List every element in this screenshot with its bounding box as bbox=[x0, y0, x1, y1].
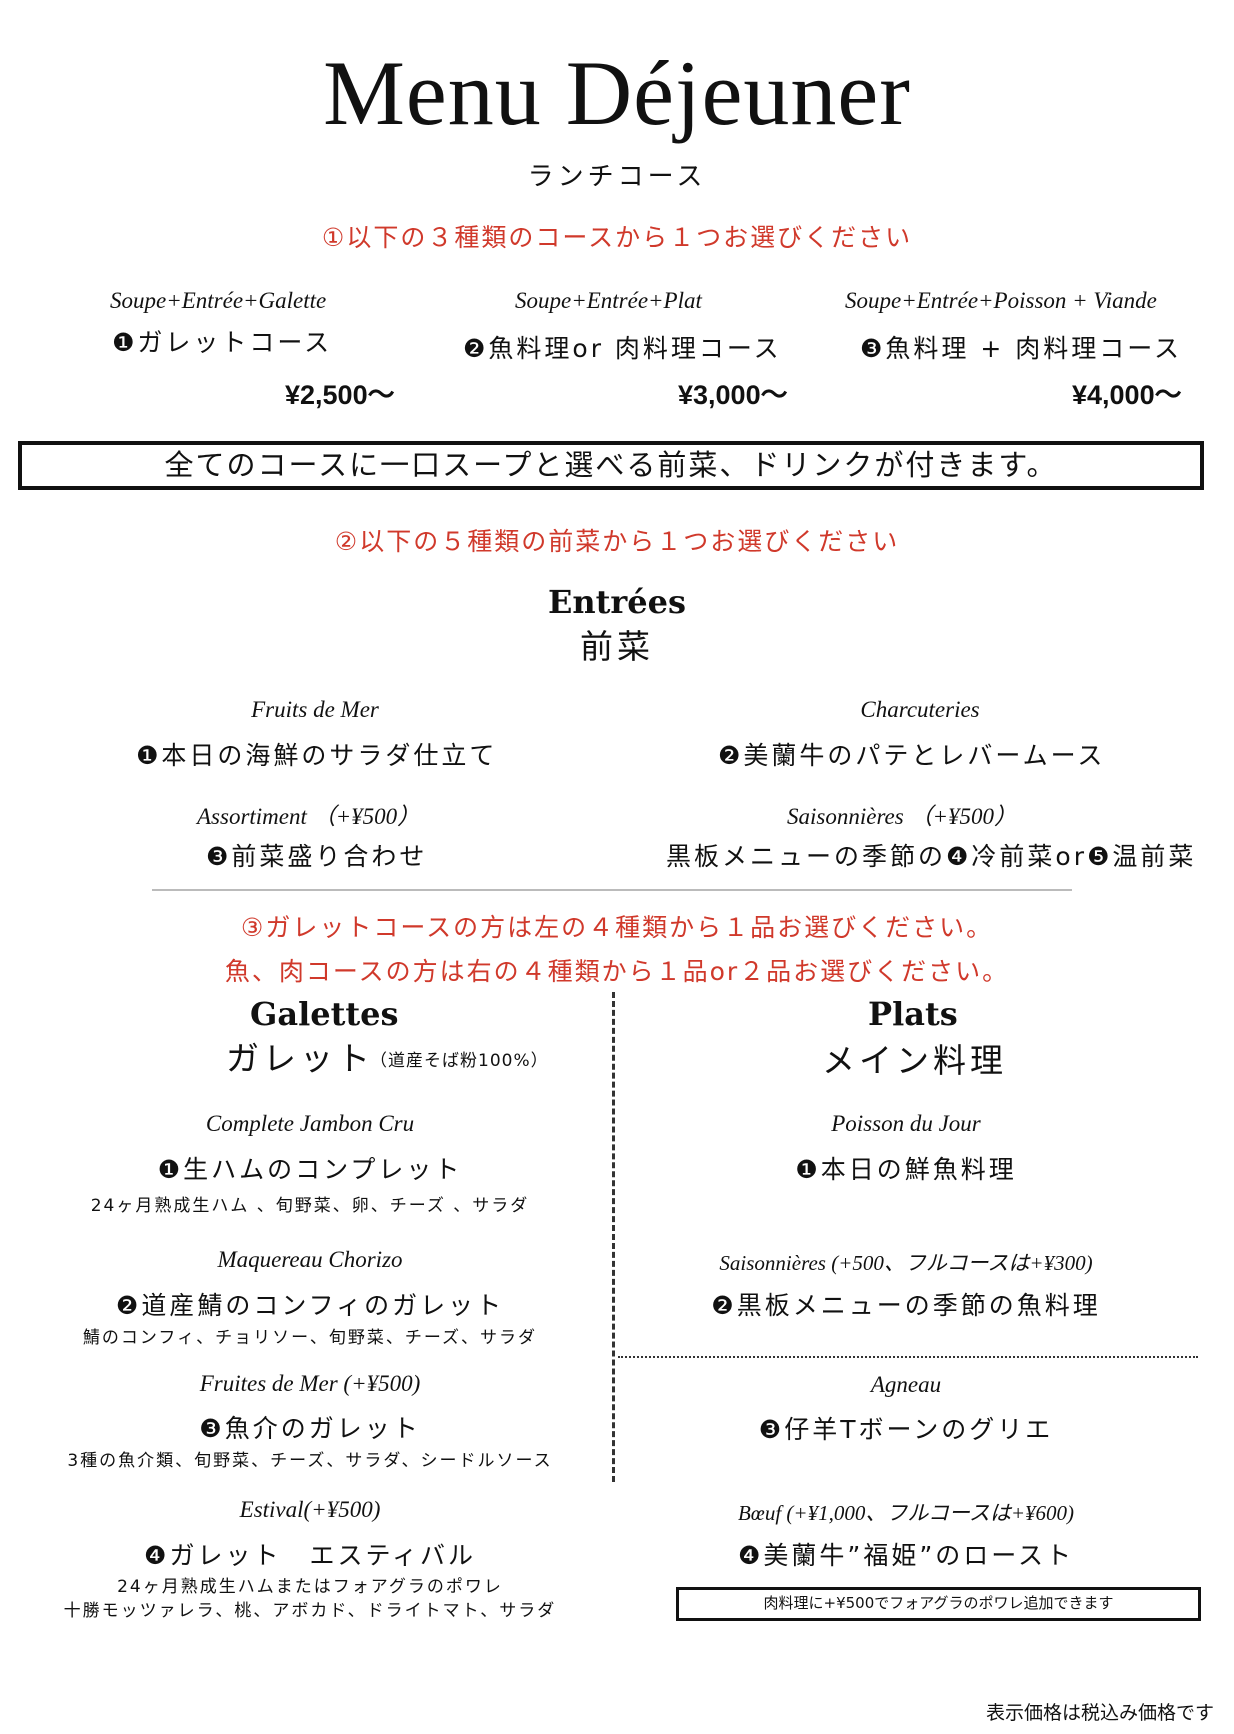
galettes-flour-note: （道産そば粉100%） bbox=[370, 1051, 549, 1071]
galette-2-name: ❷道産鯖のコンフィのガレット bbox=[115, 1291, 505, 1320]
entree-instruction: ②以下の５種類の前菜から１つお選びください bbox=[334, 527, 900, 556]
plat-1-name: ❶本日の鮮魚料理 bbox=[795, 1155, 1017, 1184]
plat-3-name: ❸仔羊Tボーンのグリエ bbox=[758, 1415, 1054, 1444]
course-3-name: ❸魚料理 + 肉料理コース bbox=[860, 334, 1183, 363]
course-2-name: ❷魚料理or 肉料理コース bbox=[463, 334, 782, 363]
entree-3-name: ❸前菜盛り合わせ bbox=[206, 842, 428, 871]
entree-1-latin: Fruits de Mer bbox=[251, 697, 379, 722]
foie-gras-note: 肉料理に+¥500でフォアグラのポワレ追加できます bbox=[763, 1594, 1114, 1612]
entree-3-latin: Assortiment （+¥500） bbox=[197, 804, 421, 829]
course-1-name: ❶ガレットコース bbox=[112, 328, 333, 357]
plat-1-latin: Poisson du Jour bbox=[831, 1111, 981, 1136]
entree-1-name: ❶本日の海鮮のサラダ仕立て bbox=[136, 741, 498, 770]
foie-gras-note-box: 肉料理に+¥500でフォアグラのポワレ追加できます bbox=[676, 1587, 1201, 1621]
galette-3-name: ❸魚介のガレット bbox=[199, 1414, 421, 1443]
galette-2-latin: Maquereau Chorizo bbox=[217, 1247, 403, 1272]
plat-4-latin: Bœuf (+¥1,000、フルコースは+¥600) bbox=[737, 1501, 1075, 1525]
plats-heading-jp: メイン料理 bbox=[822, 1041, 1007, 1080]
included-notice-box: 全てのコースに一口スープと選べる前菜、ドリンクが付きます。 bbox=[18, 441, 1204, 490]
galette-4-latin: Estival(+¥500) bbox=[239, 1497, 381, 1522]
page-subtitle: ランチコース bbox=[527, 162, 707, 192]
course-2-latin: Soupe+Entrée+Plat bbox=[515, 288, 702, 313]
galette-1-latin: Complete Jambon Cru bbox=[205, 1111, 415, 1136]
galette-1-desc: 24ヶ月熟成生ハム 、旬野菜、卵、チーズ 、サラダ bbox=[90, 1196, 530, 1216]
galette-4-name: ❹ガレット エスティバル bbox=[144, 1541, 476, 1570]
page-title: Menu Déjeuner bbox=[323, 42, 911, 144]
section-divider bbox=[152, 889, 1072, 891]
galettes-heading-jp: ガレット bbox=[226, 1039, 374, 1078]
included-notice-text: 全てのコースに一口スープと選べる前菜、ドリンクが付きます。 bbox=[164, 448, 1058, 482]
plat-4-name: ❹美蘭牛”福姫”のロースト bbox=[737, 1541, 1075, 1570]
galette-2-desc: 鯖のコンフィ、チョリソー、旬野菜、チーズ、サラダ bbox=[82, 1328, 538, 1348]
plats-heading: Plats bbox=[868, 995, 958, 1033]
main-instruction-2: 魚、肉コースの方は右の４種類から１品or２品お選びください。 bbox=[224, 957, 1010, 986]
course-1-price: ¥2,500〜 bbox=[285, 380, 395, 410]
tax-included-note: 表示価格は税込み価格です bbox=[985, 1702, 1214, 1724]
galette-4-desc: 24ヶ月熟成生ハムまたはフォアグラのポワレ bbox=[117, 1577, 503, 1597]
plat-3-latin: Agneau bbox=[870, 1372, 942, 1397]
entree-2-name: ❷美蘭牛のパテとレバームース bbox=[718, 741, 1106, 770]
galette-3-desc: 3種の魚介類、旬野菜、チーズ、サラダ、シードルソース bbox=[67, 1451, 553, 1471]
course-3-price: ¥4,000〜 bbox=[1072, 380, 1182, 410]
plat-2-latin: Saisonnières (+500、フルコースは+¥300) bbox=[719, 1251, 1093, 1275]
plats-row-divider bbox=[618, 1356, 1198, 1358]
galettes-heading: Galettes bbox=[250, 995, 399, 1033]
course-3-latin: Soupe+Entrée+Poisson + Viande bbox=[845, 288, 1157, 313]
entrees-heading: Entrées bbox=[547, 583, 687, 621]
entree-2-latin: Charcuteries bbox=[860, 697, 980, 722]
galette-3-latin: Fruites de Mer (+¥500) bbox=[199, 1371, 421, 1396]
plat-2-name: ❷黒板メニューの季節の魚料理 bbox=[711, 1291, 1101, 1320]
course-2-price: ¥3,000〜 bbox=[678, 380, 788, 410]
course-1-latin: Soupe+Entrée+Galette bbox=[110, 288, 327, 313]
entrees-heading-jp: 前菜 bbox=[580, 627, 654, 666]
entree-4-latin: Saisonnières （+¥500） bbox=[787, 804, 1017, 829]
course-instruction: ①以下の３種類のコースから１つお選びください bbox=[321, 223, 913, 252]
galette-4-desc-2: 十勝モッツァレラ、桃、アボカド、ドライトマト、サラダ bbox=[63, 1601, 557, 1621]
main-instruction-1: ③ガレットコースの方は左の４種類から１品お選びください。 bbox=[240, 913, 994, 942]
entree-4-name: 黒板メニューの季節の❹冷前菜or❺温前菜 bbox=[666, 842, 1197, 871]
galette-1-name: ❶生ハムのコンプレット bbox=[157, 1155, 463, 1184]
column-divider bbox=[612, 992, 615, 1482]
